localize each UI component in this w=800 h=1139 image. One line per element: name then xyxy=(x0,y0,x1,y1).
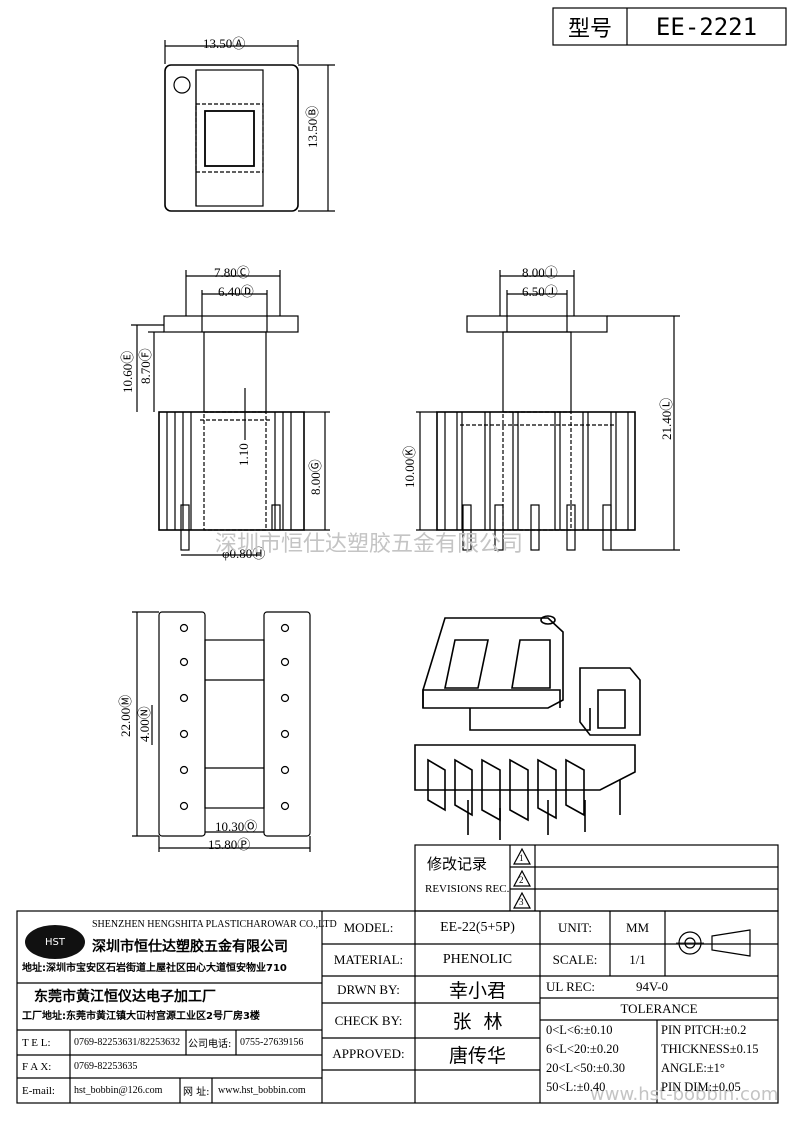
watermark-center: 深圳市恒仕达塑胶五金有限公司 xyxy=(215,532,524,557)
dim-e: 10.60Ⓔ xyxy=(120,350,135,393)
tol2-2: THICKNESS±0.15 xyxy=(661,1042,759,1056)
company-address: 地址:深圳市宝安区石岩街道上屋社区田心大道恒安物业710 xyxy=(22,963,287,974)
material-label: MATERIAL: xyxy=(333,952,404,967)
dim-a: 13.50Ⓐ xyxy=(203,36,246,51)
tol-2: 6<L<20:±0.20 xyxy=(546,1042,619,1056)
hst-logo xyxy=(25,925,85,959)
scale-label: SCALE: xyxy=(552,952,598,967)
tel-label: T E L: xyxy=(22,1036,51,1049)
dim-j: 6.50Ⓙ xyxy=(522,284,558,299)
tol2-3: ANGLE:±1° xyxy=(661,1061,725,1075)
tol2-1: PIN PITCH:±0.2 xyxy=(661,1023,747,1037)
dim-m: 22.00Ⓜ xyxy=(118,694,133,737)
approved-label: APPROVED: xyxy=(332,1046,405,1061)
company-name-cn: 深圳市恒仕达塑胶五金有限公司 xyxy=(92,939,288,955)
material-value: PHENOLIC xyxy=(442,952,513,967)
tolerance-label: TOLERANCE xyxy=(620,1001,698,1016)
revision-num-2: 2 xyxy=(519,875,524,885)
part-number: EE-2221 xyxy=(655,12,758,41)
fax-value: 0769-82253635 xyxy=(74,1061,138,1072)
dim-d: 6.40Ⓓ xyxy=(218,284,254,299)
bottom-view xyxy=(132,611,311,852)
tol-4: 50<L:±0.40 xyxy=(546,1080,606,1094)
check-label: CHECK BY: xyxy=(334,1012,403,1028)
dim-k: 10.00Ⓚ xyxy=(402,445,417,488)
top-view xyxy=(164,40,335,212)
dim-f: 8.70Ⓕ xyxy=(138,348,153,384)
dim-flange: 1.10 xyxy=(236,443,251,466)
approved-value: 唐传华 xyxy=(448,1044,506,1067)
model-value: EE-22(5+5P) xyxy=(440,919,515,935)
web-label: 网 址: xyxy=(183,1087,210,1098)
watermark-bottom: www.hst-bobbin.com xyxy=(590,1084,779,1105)
revisions-title-cn: 修改记录 xyxy=(427,855,488,873)
ul-value: 94V-0 xyxy=(636,979,669,994)
isometric-view xyxy=(414,615,641,840)
phone-value: 0755-27639156 xyxy=(240,1037,304,1048)
email-value: hst_bobbin@126.com xyxy=(74,1085,163,1096)
scale-value: 1/1 xyxy=(629,952,646,967)
dim-i: 8.00Ⓘ xyxy=(522,265,558,280)
ul-label: UL REC: xyxy=(546,979,595,994)
factory-name: 东莞市黄江恒仪达电子加工厂 xyxy=(34,989,216,1005)
dim-o: 10.30Ⓞ xyxy=(215,819,258,834)
front-view xyxy=(131,270,330,556)
unit-value: MM xyxy=(625,919,650,935)
tol-1: 0<L<6:±0.10 xyxy=(546,1023,613,1037)
factory-address: 工厂地址:东莞市黄江镇大冚村宫源工业区2号厂房3楼 xyxy=(22,1011,260,1022)
hst-logo-text: HST xyxy=(45,936,65,948)
header-box xyxy=(552,7,787,46)
dim-n: 4.00Ⓝ xyxy=(137,706,152,742)
revision-num-3: 3 xyxy=(519,897,524,907)
dim-b: 13.50Ⓑ xyxy=(305,105,320,148)
unit-label: UNIT: xyxy=(557,919,592,935)
company-name-en: SHENZHEN HENGSHITA PLASTICHAROWAR CO.,LT… xyxy=(92,919,337,930)
side-view xyxy=(416,270,680,551)
dim-l: 21.40Ⓛ xyxy=(659,397,674,440)
revision-num-1: 1 xyxy=(519,853,524,863)
drawn-label: DRWN BY: xyxy=(337,981,400,997)
dim-g: 8.00Ⓖ xyxy=(308,459,323,495)
fax-label: F A X: xyxy=(22,1060,52,1073)
tol-3: 20<L<50:±0.30 xyxy=(546,1061,625,1075)
title-block xyxy=(16,844,779,1104)
check-value: 张 林 xyxy=(452,1011,503,1033)
tel-value: 0769-82253631/82253632 xyxy=(74,1037,181,1048)
dim-h: φ0.80Ⓗ xyxy=(222,546,266,561)
dim-c: 7.80Ⓒ xyxy=(214,265,250,280)
tol2-4: PIN DIM:±0.05 xyxy=(661,1080,741,1094)
type-label: 型号 xyxy=(567,16,612,42)
dim-p: 15.80Ⓟ xyxy=(208,837,251,852)
phone-label: 公司电话: xyxy=(188,1039,232,1050)
revisions-title-en: REVISIONS REC. xyxy=(425,883,510,895)
email-label: E-mail: xyxy=(22,1084,55,1097)
drawn-value: 幸小君 xyxy=(448,980,506,1002)
web-value: www.hst_bobbin.com xyxy=(218,1085,306,1096)
model-label: MODEL: xyxy=(343,919,394,935)
